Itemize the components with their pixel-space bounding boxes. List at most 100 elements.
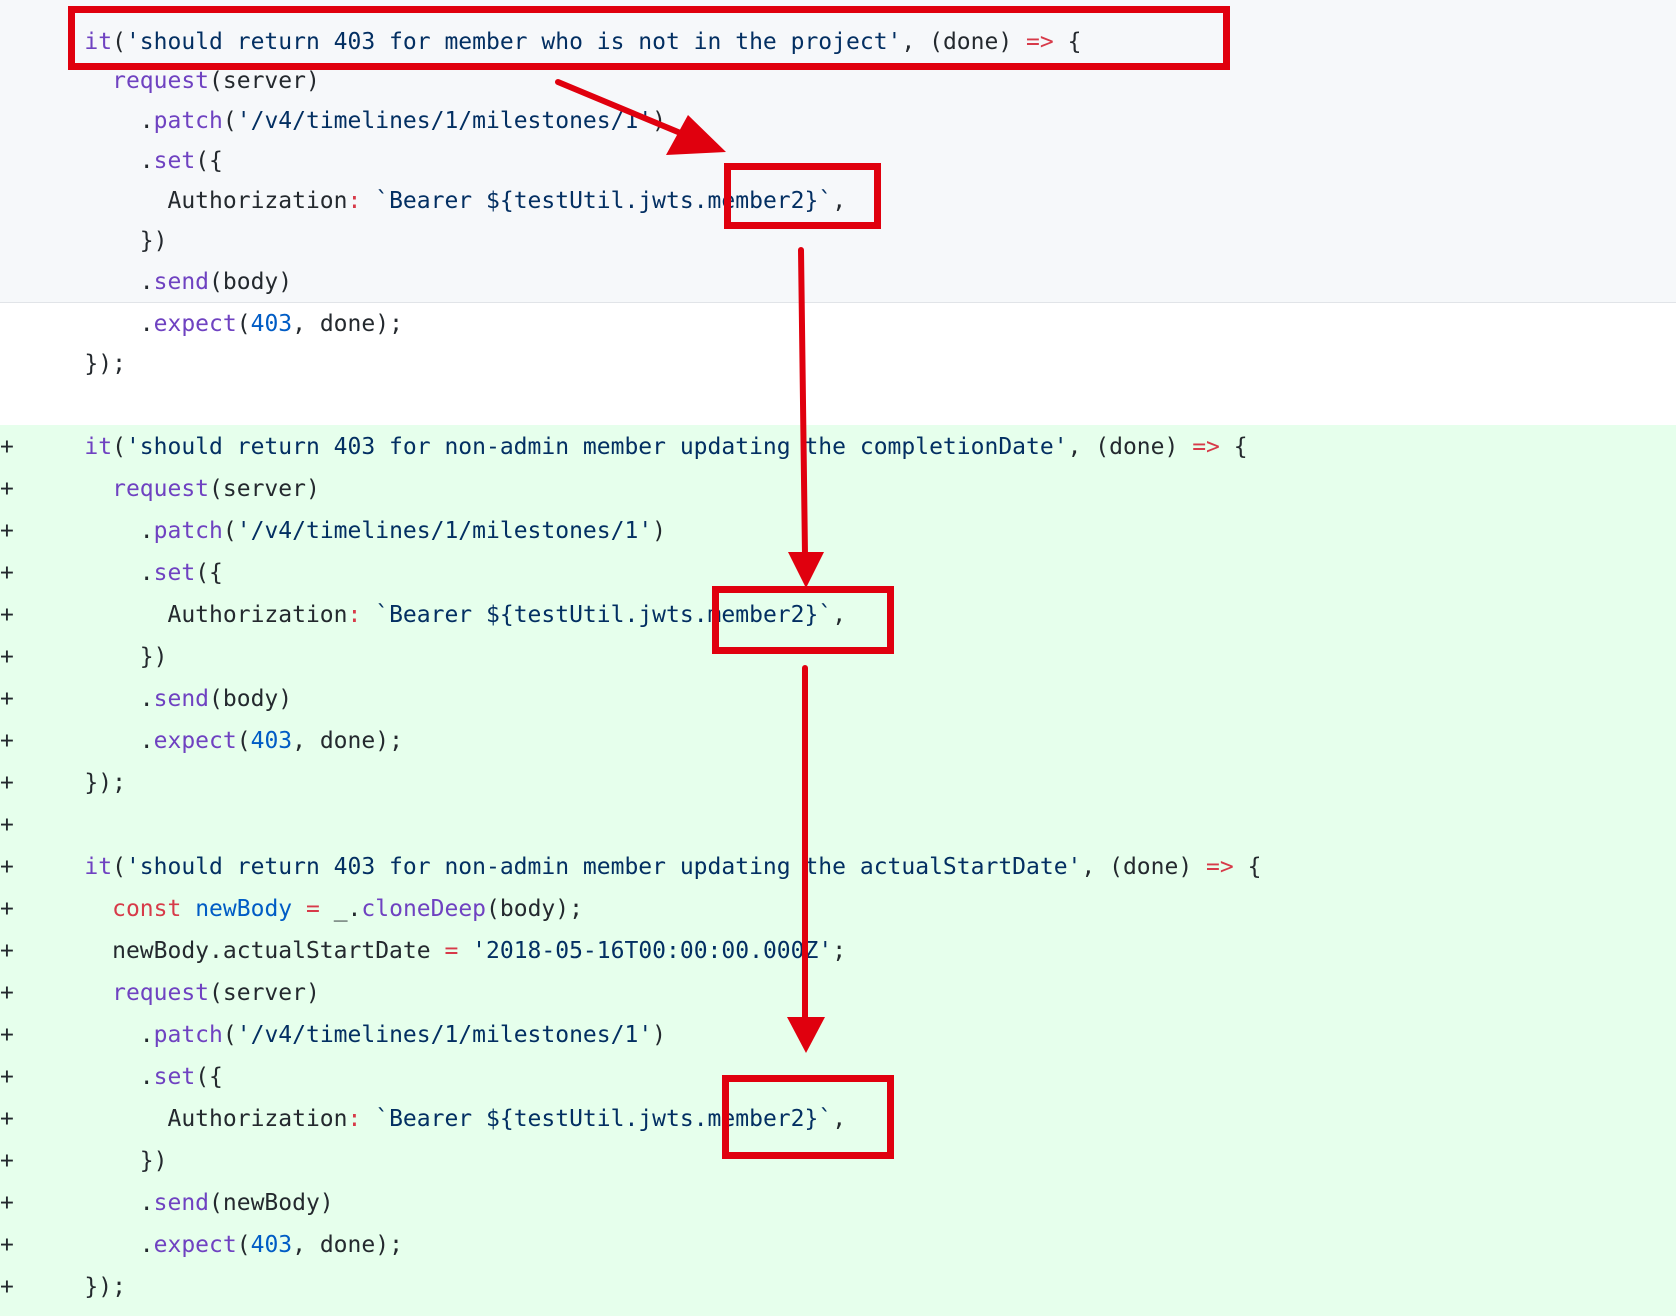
code-text: }) <box>29 636 168 678</box>
diff-line-context <box>0 384 1676 425</box>
diff-bottom-padding <box>0 1308 1676 1316</box>
code-token-fn: it <box>84 854 113 880</box>
code-token-plain <box>181 896 195 922</box>
code-text: it('should return 403 for non-admin memb… <box>29 846 1261 888</box>
code-text: .expect(403, done); <box>29 304 403 344</box>
code-token-plain: , <box>832 602 847 628</box>
diff-add-marker: + <box>0 1022 14 1048</box>
code-text: .set({ <box>29 552 223 594</box>
highlight-box-member2-second <box>712 586 894 654</box>
code-token-plain: _. <box>319 896 362 922</box>
code-token-str: `Bearer ${testUtil.jwts.member2}` <box>375 602 833 628</box>
code-token-str: 'should return 403 for non-admin member … <box>125 433 1068 460</box>
code-token-plain: . <box>139 1064 154 1090</box>
diff-line-added: + <box>0 804 1676 846</box>
code-text: }) <box>29 221 168 261</box>
code-text: it('should return 403 for non-admin memb… <box>29 425 1247 468</box>
code-indent <box>29 311 140 337</box>
code-token-num: 403 <box>250 311 293 337</box>
diff-add-marker: + <box>0 812 14 838</box>
code-text: Authorization: `Bearer ${testUtil.jwts.m… <box>29 594 846 636</box>
code-indent <box>29 518 140 544</box>
code-token-plain: Authorization <box>167 188 348 214</box>
code-token-plain: { <box>1233 854 1262 880</box>
code-text: .patch('/v4/timelines/1/milestones/1') <box>29 510 666 552</box>
code-token-prop: newBody <box>195 896 293 922</box>
code-token-str: '/v4/timelines/1/milestones/1' <box>236 1022 653 1048</box>
diff-add-marker: + <box>0 1064 14 1090</box>
diff-line-added: + .patch('/v4/timelines/1/milestones/1') <box>0 1014 1676 1056</box>
code-text: }); <box>29 344 126 384</box>
code-token-fn: it <box>84 29 113 55</box>
diff-line-added: + const newBody = _.cloneDeep(body); <box>0 888 1676 930</box>
diff-add-marker: + <box>0 728 14 754</box>
code-token-plain: . <box>139 1190 154 1216</box>
code-token-str: '/v4/timelines/1/milestones/1' <box>236 108 653 134</box>
code-text: .set({ <box>29 1056 223 1098</box>
code-token-plain: (server) <box>209 980 320 1006</box>
code-indent <box>29 602 167 628</box>
code-token-plain: , (done) <box>1067 433 1193 460</box>
diff-line-added: + }); <box>0 762 1676 804</box>
code-token-plain: . <box>139 1022 154 1048</box>
code-token-plain: , done); <box>292 1232 403 1258</box>
code-token-plain: ({ <box>195 560 223 586</box>
code-token-plain <box>361 602 375 628</box>
code-token-plain: ({ <box>195 148 223 174</box>
code-token-plain: }); <box>84 1274 126 1300</box>
diff-line-added: + newBody.actualStartDate = '2018-05-16T… <box>0 930 1676 972</box>
code-token-plain: . <box>139 148 154 174</box>
code-token-plain <box>292 896 306 922</box>
diff-line-added: + Authorization: `Bearer ${testUtil.jwts… <box>0 594 1676 636</box>
code-token-plain: newBody.actualStartDate <box>112 938 445 964</box>
diff-add-marker: + <box>0 518 14 544</box>
diff-add-marker: + <box>0 560 14 586</box>
code-text: .send(body) <box>29 678 292 720</box>
diff-add-marker: + <box>0 896 14 922</box>
code-token-plain: ) <box>652 1022 667 1048</box>
code-indent <box>29 896 112 922</box>
code-token-plain: (server) <box>209 68 320 94</box>
diff-add-marker: + <box>0 1274 14 1300</box>
code-indent <box>29 644 140 670</box>
code-token-plain: (body) <box>209 686 293 712</box>
code-token-num: 403 <box>250 1232 293 1258</box>
code-token-plain: (body); <box>486 896 583 922</box>
code-token-fn: expect <box>153 1232 237 1258</box>
code-text: }); <box>29 1266 126 1308</box>
diff-line-added: + }) <box>0 636 1676 678</box>
diff-line-added: + it('should return 403 for non-admin me… <box>0 425 1676 468</box>
code-token-fn: set <box>153 1064 196 1090</box>
code-token-fn: send <box>153 686 210 712</box>
diff-add-marker: + <box>0 686 14 712</box>
code-token-plain: . <box>139 728 154 754</box>
code-token-plain: }) <box>139 644 168 670</box>
code-token-kw: = <box>306 896 320 922</box>
code-token-str: `Bearer ${testUtil.jwts.member2}` <box>375 1106 833 1132</box>
diff-add-marker: + <box>0 980 14 1006</box>
code-token-plain: , done); <box>292 728 403 754</box>
code-token-fn: send <box>153 268 210 295</box>
code-text: it('should return 403 for member who is … <box>29 22 1081 62</box>
code-text: .send(body) <box>29 261 292 302</box>
highlight-box-test-title <box>68 6 1230 70</box>
code-token-plain: , <box>832 188 847 214</box>
code-token-kw: = <box>444 938 459 964</box>
code-indent <box>29 68 112 94</box>
code-token-fn: set <box>153 148 196 174</box>
code-token-kw: => <box>1192 433 1220 460</box>
code-indent <box>29 938 112 964</box>
code-token-plain: (body) <box>209 268 293 295</box>
code-token-fn: it <box>84 433 113 460</box>
diff-line-context: .patch('/v4/timelines/1/milestones/1') <box>0 101 1676 141</box>
code-token-fn: request <box>112 68 210 94</box>
code-token-fn: patch <box>153 518 223 544</box>
diff-line-added: + it('should return 403 for non-admin me… <box>0 846 1676 888</box>
code-token-kw: const <box>112 896 182 922</box>
code-token-kw: => <box>1026 29 1054 55</box>
diff-line-added: + .expect(403, done); <box>0 720 1676 762</box>
diff-line-context: .set({ <box>0 141 1676 181</box>
code-token-plain: }); <box>84 770 126 796</box>
code-token-str: '2018-05-16T00:00:00.000Z' <box>472 938 833 964</box>
code-text: .send(newBody) <box>29 1182 334 1224</box>
